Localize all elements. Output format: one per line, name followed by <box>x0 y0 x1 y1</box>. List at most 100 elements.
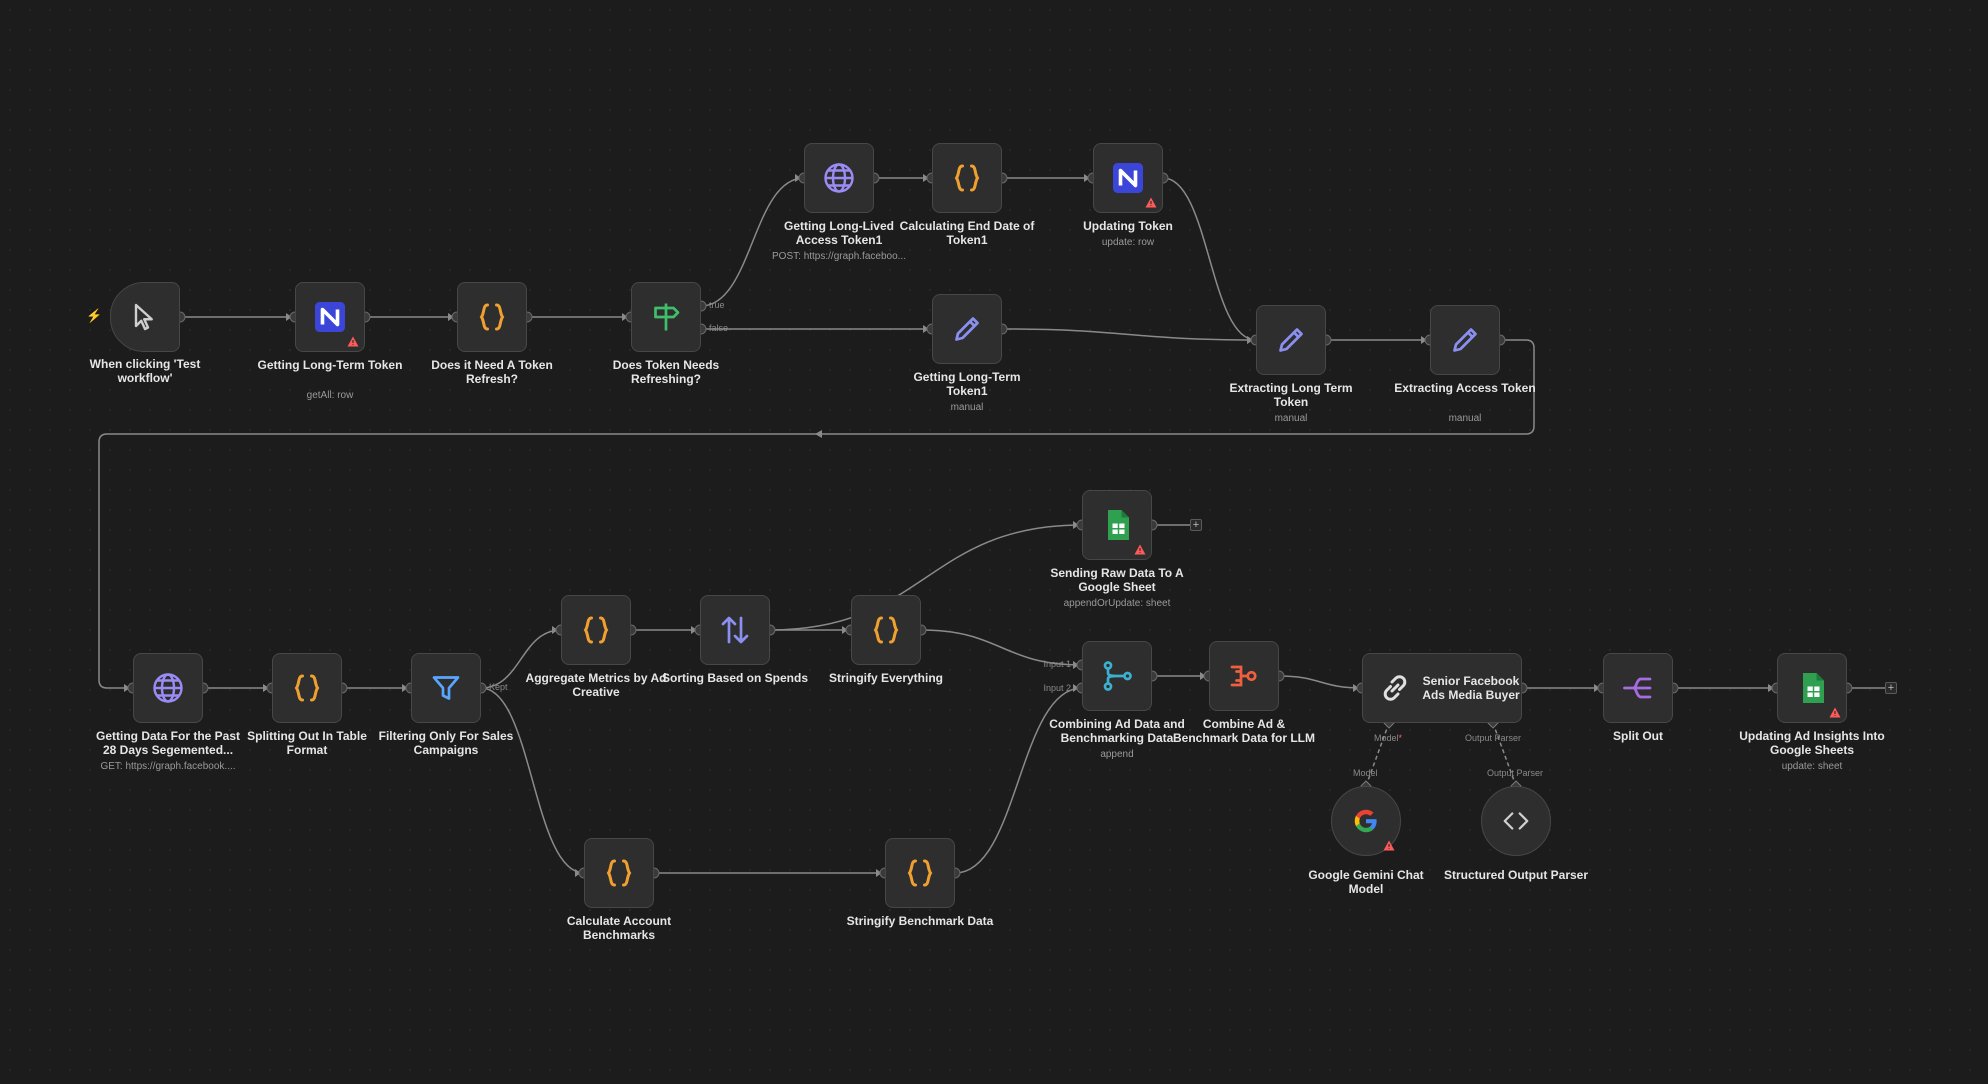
edge-arrow <box>402 684 408 692</box>
add-node-button[interactable]: + <box>1190 519 1202 531</box>
node-extracting-long-term-token[interactable] <box>1256 305 1326 375</box>
code-braces-icon <box>601 855 637 891</box>
aggregate-icon <box>1226 658 1262 694</box>
node-label: Combining Ad Data and Benchmarking Data <box>1049 717 1185 745</box>
nocodb-icon <box>1110 160 1146 196</box>
edge-arrow <box>1073 521 1079 529</box>
node-does-it-need-refresh[interactable] <box>457 282 527 352</box>
edge-filtering-sales-campaigns-to-calculate-account-benchmarks[interactable] <box>480 687 585 874</box>
node-getting-long-term-token1[interactable] <box>932 294 1002 364</box>
edge-arrow <box>286 313 292 321</box>
edge-arrow <box>575 869 581 877</box>
gemini-model-label: Model <box>1353 768 1378 778</box>
node-label: Google Gemini Chat Model <box>1308 868 1424 896</box>
node-getting-long-lived-access-token[interactable] <box>804 143 874 213</box>
node-aggregate-metrics[interactable] <box>561 595 631 665</box>
node-extracting-access-token[interactable] <box>1430 305 1500 375</box>
edge-does-token-need-refreshing-to-getting-long-lived-access-token[interactable] <box>700 177 805 307</box>
pencil-icon <box>949 311 985 347</box>
node-combining-ad-benchmark[interactable] <box>1082 641 1152 711</box>
edge-stringify-everything-to-combining-ad-benchmark[interactable] <box>920 629 1083 666</box>
code-braces-icon <box>949 160 985 196</box>
node-calculating-end-date[interactable] <box>932 143 1002 213</box>
node-label: Aggregate Metrics by Ad Creative <box>525 671 667 699</box>
edge-arrow <box>691 626 697 634</box>
edge-arrow <box>622 313 628 321</box>
trigger-bolt-icon: ⚡ <box>86 308 103 323</box>
code-braces-icon <box>578 612 614 648</box>
parser-output-parser-label: Output Parser <box>1487 768 1544 778</box>
code-braces-icon <box>902 855 938 891</box>
node-label: When clicking 'Test workflow' <box>89 357 201 385</box>
google-sheets-icon <box>1099 507 1135 543</box>
edge-updating-token-to-extracting-long-term-token[interactable] <box>1162 177 1257 341</box>
node-label: Extracting Access Token <box>1394 381 1536 395</box>
sort-arrows-icon <box>717 612 753 648</box>
pencil-icon <box>1273 322 1309 358</box>
node-label: Stringify Benchmark Data <box>846 914 994 928</box>
edge-sorting-based-on-spends-to-sending-raw-data-sheet[interactable] <box>769 524 1083 631</box>
node-splitting-out-table-format[interactable] <box>272 653 342 723</box>
edge-arrow <box>923 325 929 333</box>
edge-stringify-benchmark-data-to-combining-ad-benchmark[interactable] <box>954 687 1083 874</box>
node-label: Updating Ad Insights Into Google Sheets <box>1739 729 1885 757</box>
agent-output-parser-label: Output Parser <box>1465 733 1522 743</box>
split-out-icon <box>1620 670 1656 706</box>
add-node-button[interactable]: + <box>1885 682 1897 694</box>
google-sheets-icon <box>1794 670 1830 706</box>
node-label: Filtering Only For Sales Campaigns <box>378 729 514 757</box>
edge-arrow <box>552 626 558 634</box>
node-split-out[interactable] <box>1603 653 1673 723</box>
google-g-icon <box>1348 803 1384 839</box>
node-does-token-need-refreshing[interactable] <box>631 282 701 352</box>
edge-arrow <box>1084 174 1090 182</box>
node-sending-raw-data-sheet[interactable] <box>1082 490 1152 560</box>
pencil-icon <box>1447 322 1483 358</box>
code-braces-icon <box>474 299 510 335</box>
node-manual-trigger[interactable] <box>110 282 180 352</box>
edge-arrow <box>1594 684 1600 692</box>
required-asterisk: * <box>1398 733 1403 743</box>
node-label: Calculate Account Benchmarks <box>566 914 672 942</box>
node-senior-facebook-ads-buyer[interactable]: Senior Facebook Ads Media Buyer <box>1362 653 1522 723</box>
globe-icon <box>821 160 857 196</box>
node-subtitle: getAll: row <box>306 390 354 401</box>
edge-getting-long-term-token1-to-extracting-long-term-token[interactable] <box>1001 328 1257 341</box>
node-combine-ad-benchmark-llm[interactable] <box>1209 641 1279 711</box>
edge-arrow <box>448 313 454 321</box>
node-label: Extracting Long Term Token <box>1229 381 1353 409</box>
node-sorting-based-on-spends[interactable] <box>700 595 770 665</box>
node-label: Updating Token <box>1083 219 1173 233</box>
edge-combine-ad-benchmark-llm-to-senior-facebook-ads-buyer[interactable] <box>1278 675 1363 689</box>
node-structured-output-parser[interactable] <box>1481 786 1551 856</box>
edge-arrow <box>1247 336 1253 344</box>
edge-arrow <box>1073 661 1079 669</box>
node-updating-token[interactable] <box>1093 143 1163 213</box>
node-updating-ad-insights-sheets[interactable] <box>1777 653 1847 723</box>
edge-arrow <box>1353 684 1359 692</box>
warning-icon <box>347 336 359 347</box>
node-subtitle: manual <box>1274 413 1308 424</box>
port-label-true: true <box>709 300 725 310</box>
filter-icon <box>428 670 464 706</box>
node-getting-long-term-token[interactable] <box>295 282 365 352</box>
node-label: Splitting Out In Table Format <box>247 729 367 757</box>
chain-link-icon <box>1377 670 1413 706</box>
code-braces-icon <box>868 612 904 648</box>
node-calculate-account-benchmarks[interactable] <box>584 838 654 908</box>
node-subtitle: POST: https://graph.faceboo... <box>772 251 906 262</box>
edge-arrow <box>842 626 848 634</box>
port-label-input1: Input 1 <box>1043 659 1071 669</box>
edge-filtering-sales-campaigns-to-aggregate-metrics[interactable] <box>480 629 562 689</box>
node-getting-data-past-28-days[interactable] <box>133 653 203 723</box>
node-filtering-sales-campaigns[interactable] <box>411 653 481 723</box>
node-stringify-benchmark-data[interactable] <box>885 838 955 908</box>
warning-icon <box>1134 544 1146 555</box>
code-brackets-icon <box>1498 803 1534 839</box>
edge-arrow <box>795 174 801 182</box>
node-subtitle: appendOrUpdate: sheet <box>1063 598 1171 609</box>
node-google-gemini-chat-model[interactable] <box>1331 786 1401 856</box>
node-stringify-everything[interactable] <box>851 595 921 665</box>
node-label: Sending Raw Data To A Google Sheet <box>1050 566 1184 594</box>
